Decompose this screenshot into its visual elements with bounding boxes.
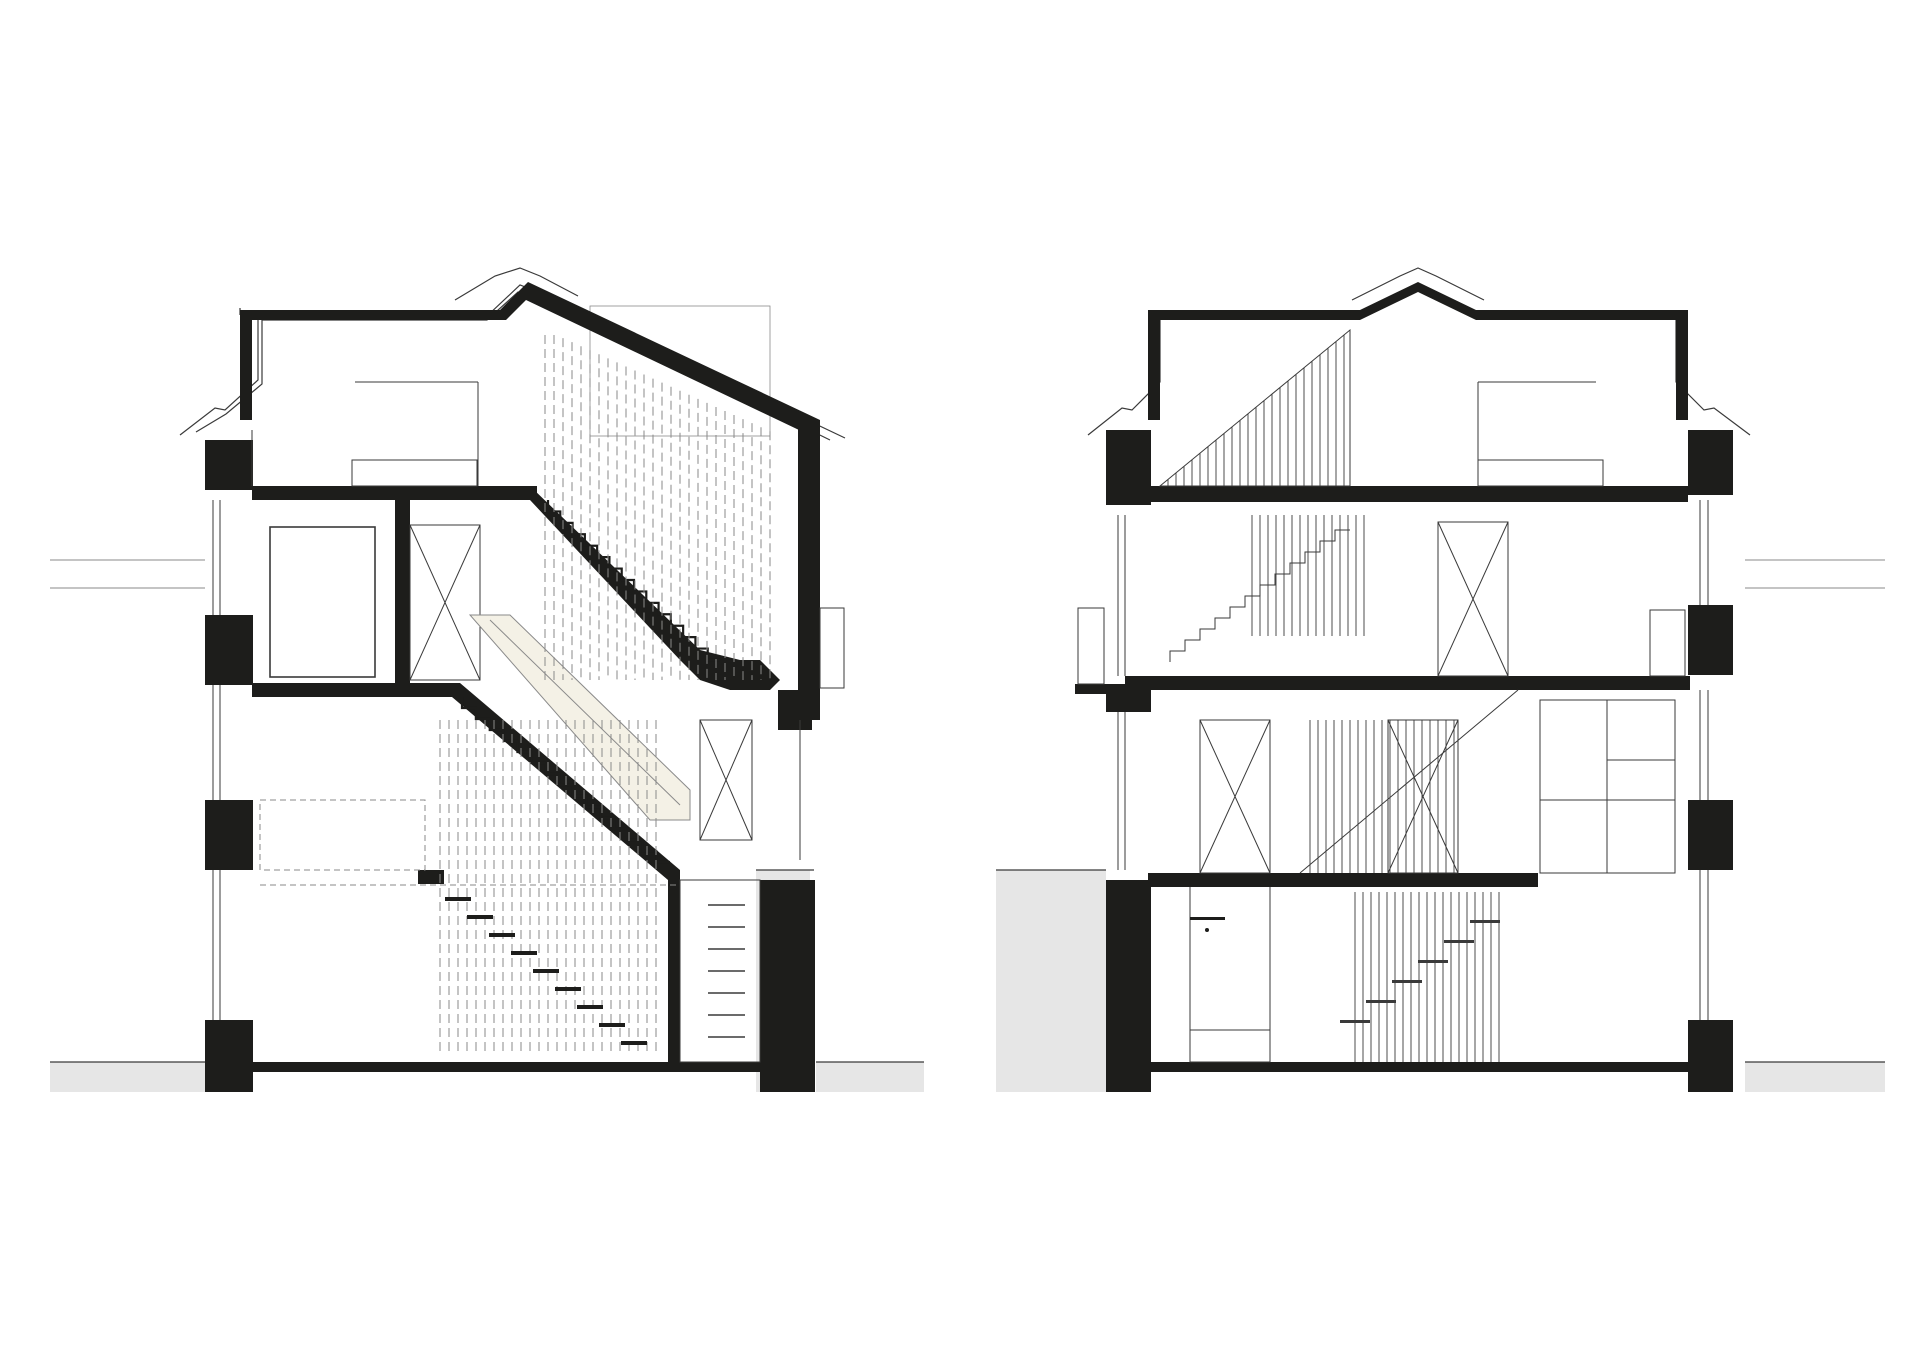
vertical-hatch-attic: [1167, 334, 1345, 486]
left-wall-attic: [1106, 430, 1151, 505]
floating-step: [511, 951, 537, 955]
stair-diagonal: [1299, 689, 1519, 874]
left-wall-lower: [1106, 880, 1151, 1092]
floating-step: [1470, 920, 1500, 923]
section-a: [50, 267, 924, 1092]
roof-outline: [1087, 285, 1751, 436]
door-diagonal: [1437, 521, 1509, 677]
level-3-wardrobe: [1649, 609, 1686, 677]
fine-lines-right: [1077, 328, 1709, 1063]
counter-edge: [1190, 917, 1225, 920]
ground-fill: [816, 1062, 924, 1092]
floating-step: [577, 1005, 603, 1009]
right-wall-level-3: [1688, 605, 1733, 675]
right-wall: [778, 420, 820, 730]
counter: [1189, 1029, 1271, 1063]
vertical-hatch-level-1: [1354, 892, 1500, 1062]
cut-structure-left: [205, 282, 820, 1092]
door-panel: [409, 524, 481, 681]
terrain-right: [996, 559, 1885, 1092]
level-3-room: [269, 526, 376, 678]
shaft-box: [679, 879, 761, 1063]
roof-left: [179, 267, 846, 441]
ground-fill: [1745, 1062, 1885, 1092]
door-handle: [1205, 928, 1209, 932]
stair-glazing: [468, 614, 691, 821]
ground-fill: [50, 1062, 205, 1092]
wardrobe-diagonal: [699, 719, 753, 841]
roof-right: [1087, 267, 1751, 436]
attic-hatched-triangle: [1158, 328, 1351, 487]
floating-step: [445, 897, 471, 901]
level-2-slab: [252, 683, 402, 697]
shaft-rungs: [708, 904, 745, 1038]
section-b: [996, 267, 1885, 1092]
right-wall-lower: [760, 880, 815, 1092]
door-diagonal: [409, 524, 481, 681]
lower-stair-slab: [395, 683, 680, 1062]
vertical-hatch-level-3: [1251, 515, 1365, 636]
door-panel: [1199, 719, 1271, 874]
upper-stair-slab: [395, 486, 780, 690]
left-wall-base: [205, 1020, 253, 1092]
ground-slab: [252, 1062, 812, 1072]
floating-step: [1366, 1000, 1396, 1003]
attic-cupboard: [351, 459, 478, 487]
floating-step: [1418, 960, 1448, 963]
balcony-rail: [819, 607, 845, 689]
floating-step: [489, 933, 515, 937]
left-wall-level-3: [205, 615, 253, 685]
roof-slab-right-end: [1676, 320, 1688, 420]
level-2-slab: [1148, 873, 1538, 887]
vertical-hatch-level-2: [1309, 720, 1455, 873]
right-wall-base: [1688, 1020, 1733, 1092]
level-2-room-dashed: [259, 799, 426, 871]
left-wall-level-3: [1106, 690, 1151, 712]
floating-step: [467, 915, 493, 919]
floating-step: [599, 1023, 625, 1027]
glazing-line: [489, 619, 681, 806]
floating-steps-right: [1190, 917, 1500, 1023]
left-wall-attic: [205, 440, 253, 490]
balcony-rail: [1077, 607, 1105, 685]
left-wall-level-2: [205, 800, 253, 870]
floating-step: [533, 969, 559, 973]
right-wall-level-2: [1688, 800, 1733, 870]
floating-step: [555, 987, 581, 991]
door-diagonal: [1199, 719, 1271, 874]
floating-step: [621, 1041, 647, 1045]
upper-stair-treads: [546, 500, 720, 662]
roof-outline-outer: [1351, 267, 1485, 301]
floating-step: [1392, 980, 1422, 983]
roof-outline-outer: [454, 267, 579, 301]
level-3-slab: [1125, 676, 1690, 690]
door-panel: [1437, 521, 1509, 677]
ground-slab: [1148, 1062, 1693, 1072]
shaft-wall: [668, 880, 680, 1062]
level-1-slab: [418, 870, 444, 884]
balcony-slab: [1075, 684, 1150, 694]
right-wall-attic: [1688, 430, 1733, 495]
roof-slab: [1148, 282, 1688, 420]
dashed-hatch-upper-left: [544, 335, 771, 680]
lower-stair-treads: [460, 697, 670, 864]
stair-flight-lower-left: [460, 697, 670, 864]
floating-step: [1340, 1020, 1370, 1023]
cut-structure-right: [1075, 282, 1733, 1092]
attic-cupboard: [1477, 459, 1604, 487]
stair-flight-upper-left: [546, 500, 720, 662]
floating-step: [1444, 940, 1474, 943]
ground-fill: [996, 870, 1106, 1092]
wardrobe: [699, 719, 753, 841]
door-panel: [1387, 719, 1459, 874]
fine-lines-left: [212, 381, 845, 1063]
attic-floor-slab: [1148, 486, 1688, 502]
floating-steps: [445, 897, 647, 1045]
